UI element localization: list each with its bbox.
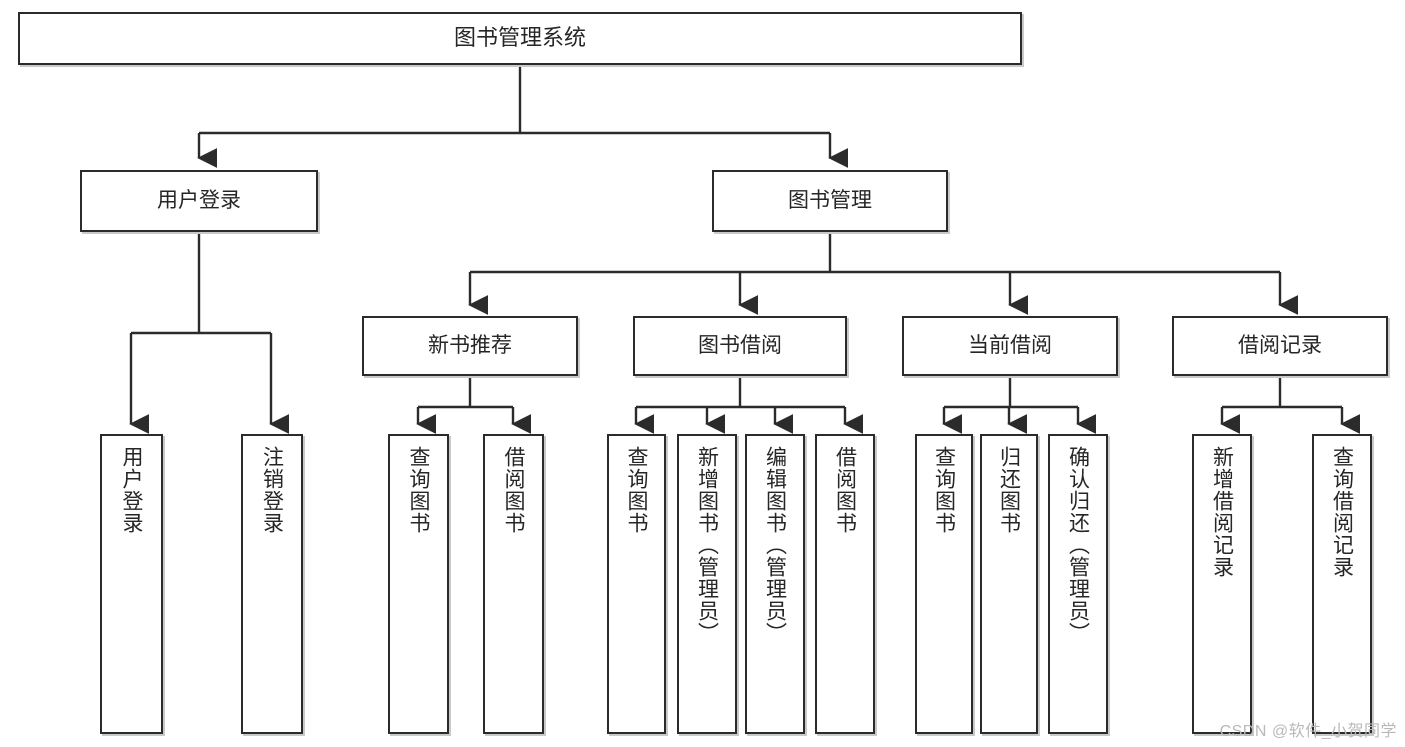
leaf-borrow-query-book[interactable]: 查询图书 [607, 434, 666, 734]
node-label: 查询图书 [625, 446, 648, 534]
node-label: 新增图书（管理员） [695, 446, 719, 644]
node-book-borrow[interactable]: 图书借阅 [633, 316, 847, 376]
leaf-current-return-book[interactable]: 归还图书 [980, 434, 1038, 734]
leaf-recommend-query-book[interactable]: 查询图书 [388, 434, 449, 734]
leaf-current-query-book[interactable]: 查询图书 [915, 434, 973, 734]
leaf-borrow-borrow-book[interactable]: 借阅图书 [815, 434, 875, 734]
leaf-user-login-login[interactable]: 用户登录 [100, 434, 163, 734]
node-label: 注销登录 [260, 446, 284, 534]
node-label: 新书推荐 [428, 334, 512, 358]
leaf-record-query-record[interactable]: 查询借阅记录 [1312, 434, 1372, 734]
node-user-login[interactable]: 用户登录 [80, 170, 318, 232]
node-current-borrow[interactable]: 当前借阅 [902, 316, 1118, 376]
node-label: 查询图书 [407, 446, 430, 534]
node-label: 查询借阅记录 [1330, 446, 1354, 578]
node-label: 图书管理 [788, 189, 872, 213]
node-label: 用户登录 [120, 446, 143, 534]
csdn-watermark: CSDN @软件_小贺同学 [1219, 723, 1397, 740]
node-label: 图书借阅 [698, 334, 782, 358]
node-label: 新增借阅记录 [1210, 446, 1234, 578]
node-new-book-recommend[interactable]: 新书推荐 [362, 316, 578, 376]
node-label: 确认归还（管理员） [1066, 446, 1090, 644]
node-label: 编辑图书（管理员） [763, 446, 787, 644]
leaf-recommend-borrow-book[interactable]: 借阅图书 [483, 434, 544, 734]
node-label: 借阅图书 [833, 446, 857, 534]
leaf-borrow-edit-book-admin[interactable]: 编辑图书（管理员） [745, 434, 805, 734]
node-label: 图书管理系统 [453, 25, 586, 51]
node-book-management[interactable]: 图书管理 [712, 170, 948, 232]
node-label: 用户登录 [157, 189, 241, 213]
leaf-current-confirm-return-admin[interactable]: 确认归还（管理员） [1048, 434, 1108, 734]
leaf-record-add-record[interactable]: 新增借阅记录 [1192, 434, 1252, 734]
node-root-system[interactable]: 图书管理系统 [18, 12, 1022, 65]
node-label: 借阅图书 [502, 446, 525, 534]
node-borrow-record[interactable]: 借阅记录 [1172, 316, 1388, 376]
leaf-borrow-add-book-admin[interactable]: 新增图书（管理员） [677, 434, 737, 734]
node-label: 当前借阅 [968, 334, 1052, 358]
node-label: 查询图书 [932, 446, 956, 534]
node-label: 归还图书 [997, 446, 1021, 534]
leaf-user-login-logout[interactable]: 注销登录 [241, 434, 303, 734]
node-label: 借阅记录 [1238, 334, 1322, 358]
